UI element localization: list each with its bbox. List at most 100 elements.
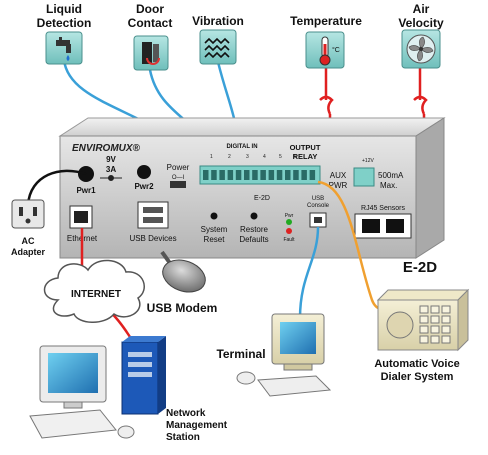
usb-modem xyxy=(160,250,206,293)
output-relay-label-2: RELAY xyxy=(293,152,318,161)
voice-dialer-label-2: Dialer System xyxy=(381,371,454,383)
terminal-screw xyxy=(244,170,250,180)
speaker-icon xyxy=(386,311,414,339)
model-center-label: E-2D xyxy=(254,195,270,202)
terminal-screw xyxy=(203,170,209,180)
terminal-computer xyxy=(236,313,332,397)
vibration-sensor xyxy=(199,29,237,65)
model-large-label: E-2D xyxy=(403,259,437,276)
door-label-2: Contact xyxy=(128,16,173,30)
led-pwr-label: Pwr xyxy=(285,213,294,219)
usb-devices-port[interactable] xyxy=(137,201,169,229)
power-switch-label: O—I xyxy=(172,175,185,181)
usb-console-label-1: USB xyxy=(312,196,324,202)
terminal-label: Terminal xyxy=(216,347,265,361)
fault-led xyxy=(286,228,292,234)
ac-adapter-label-2: Adapter xyxy=(11,247,46,257)
rj45-port-1[interactable] xyxy=(362,219,380,233)
restore-defaults-button[interactable] xyxy=(250,212,258,220)
internet-label: INTERNET xyxy=(71,289,121,300)
svg-text:6: 6 xyxy=(294,154,297,160)
digital-in-label: DIGITAL IN xyxy=(226,144,257,150)
polarity-icon xyxy=(100,175,122,181)
ac-cable xyxy=(26,169,87,206)
internet-cloud xyxy=(43,259,145,323)
svg-text:5: 5 xyxy=(279,154,282,160)
nms-label-3: Station xyxy=(166,432,200,443)
system-reset-button[interactable] xyxy=(210,212,218,220)
nms-label-1: Network xyxy=(166,408,206,419)
aux-label-2: PWR xyxy=(329,181,348,190)
restore-label-1: Restore xyxy=(240,225,269,234)
output-relay-label-1: OUTPUT xyxy=(290,143,321,152)
terminal-screw xyxy=(309,170,316,180)
air-label-2: Velocity xyxy=(398,16,444,30)
power-switch[interactable] xyxy=(170,181,186,188)
terminal-screw xyxy=(219,170,225,180)
terminal-screw xyxy=(276,170,283,180)
ac-adapter-label-1: AC xyxy=(22,236,35,246)
network-management-station xyxy=(29,336,166,439)
keypad-key xyxy=(430,335,440,344)
terminal-screw xyxy=(285,170,291,180)
rj45-port-2[interactable] xyxy=(386,219,404,233)
usb-modem-label: USB Modem xyxy=(147,301,218,315)
terminal-cable xyxy=(298,226,320,319)
terminal-screws xyxy=(203,170,316,180)
fan-icon xyxy=(406,34,436,64)
terminal-screw xyxy=(227,170,234,180)
restore-label-2: Defaults xyxy=(239,235,268,244)
terminal-screw xyxy=(211,170,217,180)
keypad-key xyxy=(430,315,440,324)
terminal-screw xyxy=(301,170,307,180)
voltage-label: 9V xyxy=(106,155,116,164)
system-reset-label-2: Reset xyxy=(204,235,226,244)
pwr1-label: Pwr1 xyxy=(76,186,96,195)
terminal-numbers: 1 2 3 4 5 6 xyxy=(210,154,297,160)
svg-text:°C: °C xyxy=(332,46,340,54)
amperage-label: 3A xyxy=(106,165,116,174)
faucet-icon xyxy=(56,37,71,61)
aux-pwr-terminal[interactable] xyxy=(353,167,375,187)
voice-dialer-label-1: Automatic Voice xyxy=(374,358,459,370)
liquid-label-2: Detection xyxy=(37,16,92,30)
keypad-key xyxy=(441,305,451,314)
keypad-key xyxy=(441,335,451,344)
keypad-key xyxy=(441,315,451,324)
nms-label-2: Management xyxy=(166,420,228,431)
e2d-device: ENVIROMUX® Pwr1 9V 3A Pwr2 Power O—I DIG… xyxy=(58,117,446,259)
air-velocity-sensor xyxy=(401,29,441,69)
door-contact-sensor xyxy=(133,35,169,71)
brand-label: ENVIROMUX® xyxy=(72,143,141,154)
temperature-label: Temperature xyxy=(290,14,362,28)
svg-text:2: 2 xyxy=(228,154,231,160)
aux-label-1: AUX xyxy=(330,171,347,180)
aux-rating-2: Max. xyxy=(380,181,397,190)
keypad-key xyxy=(441,325,451,334)
pwr2-jack[interactable] xyxy=(137,165,151,179)
terminal-screw xyxy=(252,170,258,180)
power-label: Power xyxy=(167,163,190,172)
svg-text:4: 4 xyxy=(263,154,266,160)
usb-devices-label: USB Devices xyxy=(129,234,176,243)
keypad-key xyxy=(419,315,429,324)
voice-dialer-device xyxy=(376,288,470,352)
terminal-screw xyxy=(293,170,299,180)
system-reset-label-1: System xyxy=(201,225,228,234)
keypad-key xyxy=(419,325,429,334)
pwr2-label: Pwr2 xyxy=(134,182,154,191)
pwr-led xyxy=(286,219,292,225)
liquid-label-1: Liquid xyxy=(46,2,82,16)
temperature-sensor: °C xyxy=(305,31,345,69)
keypad-key xyxy=(430,305,440,314)
keypad-key xyxy=(430,325,440,334)
magnet-icon xyxy=(142,42,160,65)
keypad-key xyxy=(419,305,429,314)
vibration-wave-icon xyxy=(204,37,230,59)
terminal-screw xyxy=(268,170,275,180)
rj45-label: RJ45 Sensors xyxy=(361,205,405,212)
vibration-label: Vibration xyxy=(192,14,244,28)
svg-text:1: 1 xyxy=(210,154,213,160)
terminal-screw xyxy=(260,170,266,180)
